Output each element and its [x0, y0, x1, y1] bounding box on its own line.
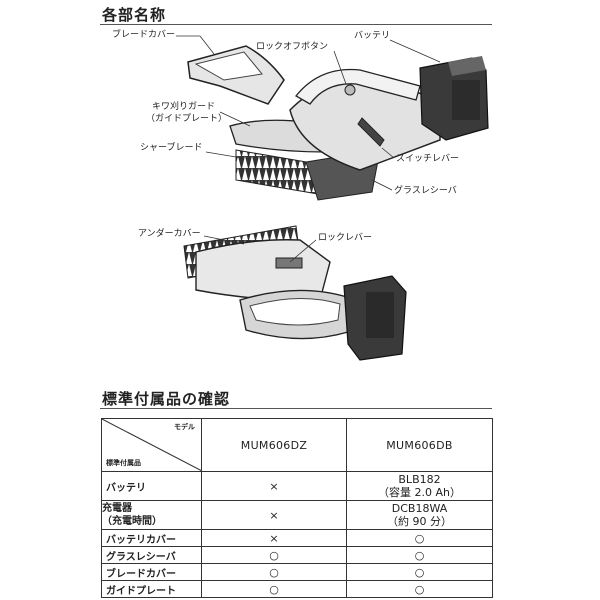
dz-value-cell: ×	[201, 500, 347, 530]
item-name-cell-line: ブレードカバー	[106, 568, 176, 580]
item-name-cell: ブレードカバー	[101, 563, 202, 581]
item-name-cell: バッテリカバー	[101, 529, 202, 547]
diagonal-line	[102, 419, 202, 471]
dz-value-cell: ×	[201, 529, 347, 547]
dz-value-cell-line: ×	[269, 508, 279, 522]
label-battery: バッテリ	[354, 31, 391, 41]
label-guard: キワ刈りガード	[152, 102, 216, 112]
dz-value-cell: ○	[201, 546, 347, 564]
table-row: バッテリカバー × ○	[101, 529, 493, 547]
dz-value-cell-line: ×	[269, 531, 279, 545]
db-value-cell: DCB18WA（約 90 分）	[346, 500, 493, 530]
table-row: 充電器 （充電時間） × DCB18WA（約 90 分）	[101, 500, 493, 530]
item-name-cell-line: グラスレシーバ	[106, 551, 176, 563]
db-value-cell-line: （約 90 分）	[387, 515, 452, 528]
dz-value-cell: ○	[201, 563, 347, 581]
db-value-cell: ○	[346, 546, 493, 564]
label-under-cover: アンダーカバー	[138, 229, 201, 239]
header-model-dz: MUM606DZ	[201, 418, 347, 472]
db-value-cell-line: ○	[414, 582, 425, 596]
item-name-cell: バッテリ	[101, 471, 202, 501]
db-value-cell-line: ○	[414, 548, 425, 562]
section-title-accessories: 標準付属品の確認	[102, 390, 231, 408]
shear-top-illustration	[229, 56, 489, 201]
db-value-cell: ○	[346, 563, 493, 581]
blade-cover-illustration	[187, 45, 285, 105]
item-name-cell-line: バッテリ	[106, 482, 146, 494]
dz-value-cell-line: ○	[269, 548, 279, 562]
dz-value-cell-line: ○	[269, 582, 279, 596]
table-row: ガイドプレート ○ ○	[101, 580, 493, 598]
header-items-label: 標準付属品	[106, 459, 141, 467]
label-lock-lever: ロックレバー	[318, 233, 373, 243]
table-row: バッテリ × BLB182（容量 2.0 Ah）	[101, 471, 493, 501]
item-name-cell: ガイドプレート	[101, 580, 202, 598]
label-lock-off-button: ロックオフボタン	[256, 42, 329, 52]
item-name-cell-line: 充電器	[102, 503, 132, 514]
db-value-cell: ○	[346, 529, 493, 547]
header-model-label: モデル	[174, 423, 195, 431]
leader-lines	[176, 35, 441, 263]
label-blade-cover: ブレードカバー	[112, 30, 176, 40]
header-diagonal-cell: モデル 標準付属品	[101, 418, 202, 472]
db-value-cell: BLB182（容量 2.0 Ah）	[346, 471, 493, 501]
item-name-cell: グラスレシーバ	[101, 546, 202, 564]
dz-value-cell: ○	[201, 580, 347, 598]
label-grass-receiver: グラスレシーバ	[394, 186, 457, 196]
shear-bottom-illustration	[183, 225, 407, 361]
dz-value-cell-line: ○	[269, 565, 279, 579]
table-row: ブレードカバー ○ ○	[101, 563, 493, 581]
item-name-cell-line: ガイドプレート	[106, 585, 176, 597]
dz-value-cell: ×	[201, 471, 347, 501]
db-value-cell-line: DCB18WA	[391, 502, 448, 515]
db-value-cell-line: BLB182	[398, 473, 441, 486]
accessories-table: モデル 標準付属品 MUM606DZ MUM606DB バッテリ×BLB182（…	[101, 418, 493, 598]
section-divider	[100, 408, 492, 409]
header-model-db: MUM606DB	[346, 418, 493, 472]
item-name-cell-line: （充電時間）	[102, 516, 162, 527]
label-guide-plate: （ガイドプレート）	[146, 114, 228, 124]
db-value-cell-line: ○	[414, 565, 425, 579]
label-shear-blade: シャーブレード	[140, 143, 203, 153]
table-header-row: モデル 標準付属品 MUM606DZ MUM606DB	[101, 418, 493, 472]
table-row: グラスレシーバ ○ ○	[101, 546, 493, 564]
label-switch-lever: スイッチレバー	[396, 154, 460, 164]
db-value-cell-line: ○	[414, 531, 425, 545]
item-name-cell: 充電器 （充電時間）	[101, 500, 202, 530]
db-value-cell-line: （容量 2.0 Ah）	[378, 486, 461, 499]
db-value-cell: ○	[346, 580, 493, 598]
item-name-cell-line: バッテリカバー	[106, 534, 176, 546]
section-divider	[100, 24, 492, 25]
dz-value-cell-line: ×	[269, 479, 279, 493]
section-title-part-names: 各部名称	[102, 6, 167, 24]
